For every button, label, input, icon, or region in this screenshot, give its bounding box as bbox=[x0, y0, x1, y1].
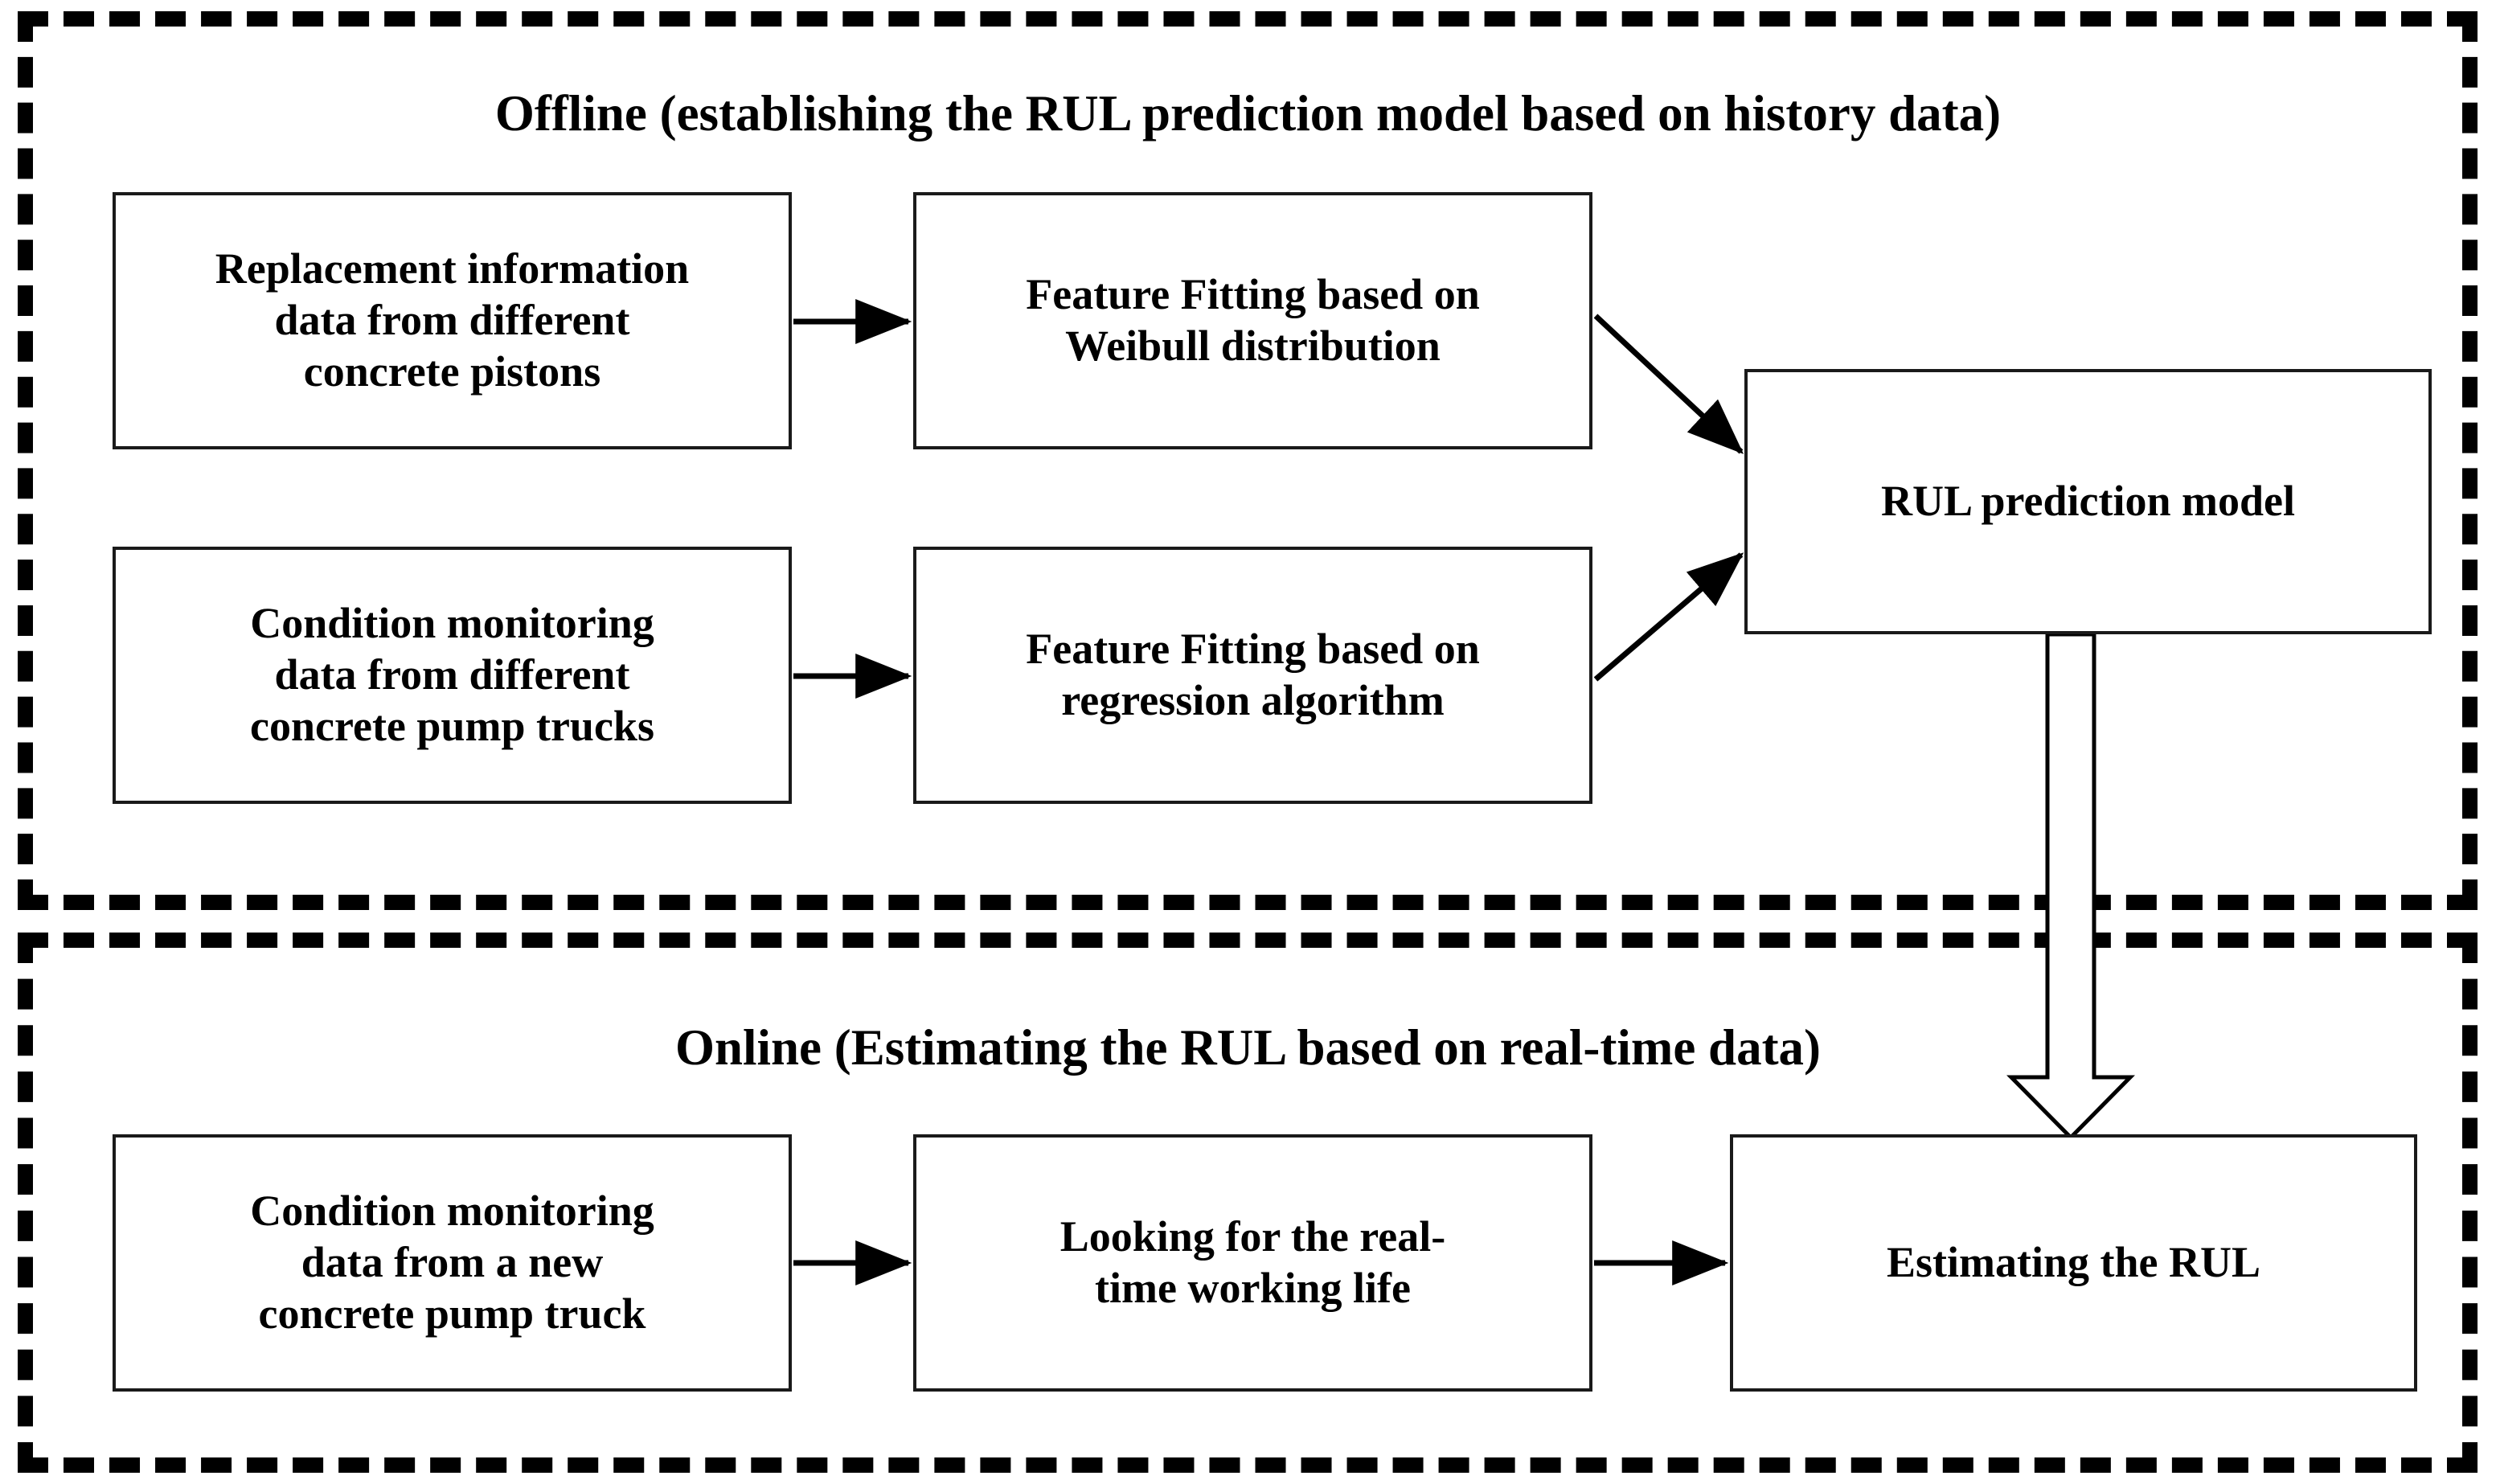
offline-section-title: Offline (establishing the RUL prediction… bbox=[494, 85, 2002, 141]
node-estimating-the-rul-label: Estimating the RUL bbox=[1886, 1238, 2260, 1287]
node-feature-fitting-regression-label: Feature Fitting based on regression algo… bbox=[1026, 625, 1480, 724]
node-feature-fitting-weibull-label: Feature Fitting based on Weibull distrib… bbox=[1026, 270, 1480, 370]
node-looking-real-time-life-label: Looking for the real- time working life bbox=[1059, 1212, 1446, 1312]
node-replacement-information-label: Replacement information data from differ… bbox=[215, 244, 690, 396]
node-condition-monitoring-different-label: Condition monitoring data from different… bbox=[250, 599, 654, 750]
node-condition-monitoring-different[interactable]: Condition monitoring data from different… bbox=[113, 547, 792, 804]
node-condition-monitoring-new[interactable]: Condition monitoring data from a new con… bbox=[113, 1134, 792, 1392]
node-feature-fitting-regression[interactable]: Feature Fitting based on regression algo… bbox=[913, 547, 1592, 804]
online-section-panel bbox=[18, 933, 2478, 1473]
node-looking-real-time-life[interactable]: Looking for the real- time working life bbox=[913, 1134, 1592, 1392]
offline-section-panel bbox=[18, 11, 2478, 910]
node-rul-prediction-model-label: RUL prediction model bbox=[1880, 477, 2296, 526]
node-estimating-the-rul[interactable]: Estimating the RUL bbox=[1730, 1134, 2417, 1392]
node-rul-prediction-model[interactable]: RUL prediction model bbox=[1744, 369, 2432, 634]
node-feature-fitting-weibull[interactable]: Feature Fitting based on Weibull distrib… bbox=[913, 192, 1592, 449]
node-replacement-information[interactable]: Replacement information data from differ… bbox=[113, 192, 792, 449]
online-section-title: Online (Estimating the RUL based on real… bbox=[674, 1019, 1822, 1076]
node-condition-monitoring-new-label: Condition monitoring data from a new con… bbox=[250, 1187, 654, 1338]
